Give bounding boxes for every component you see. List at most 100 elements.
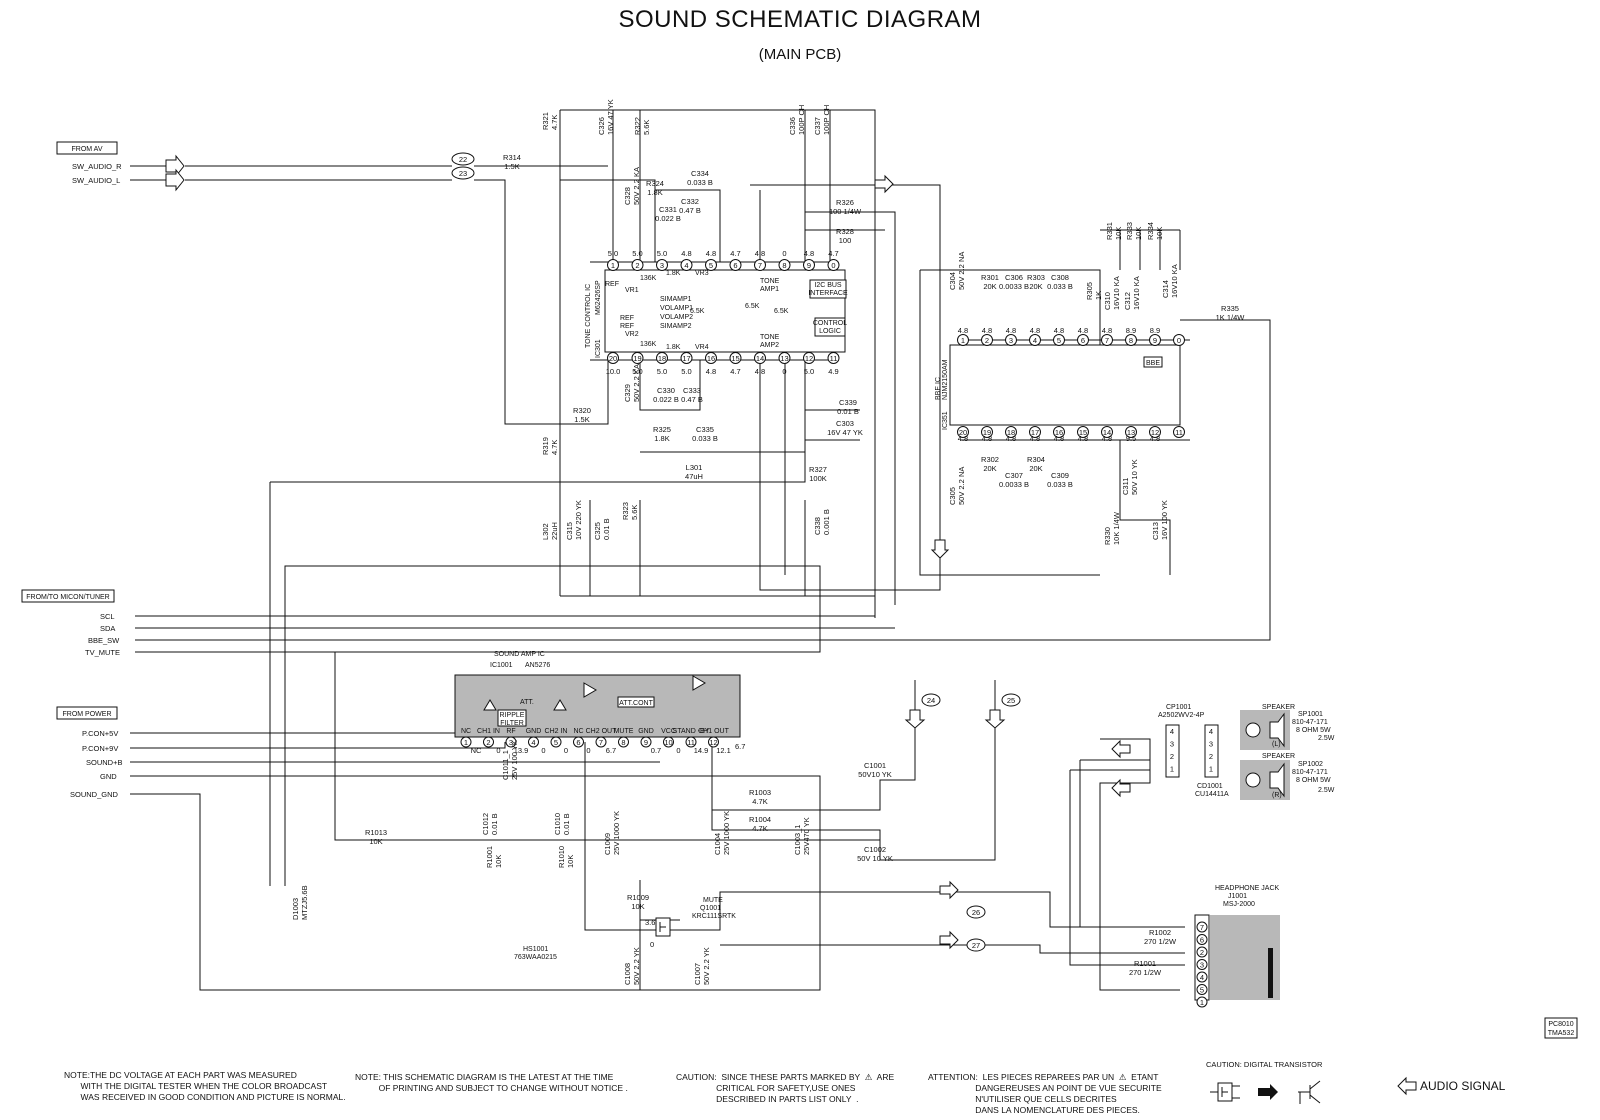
tone-bottom-pin-18 [656, 352, 668, 364]
svg-text:REF: REF [605, 281, 619, 288]
sp1-spec: 8 OHM 5W [1296, 727, 1331, 734]
connector-27: 27 [966, 938, 986, 952]
component-ref: C1011_1 [501, 750, 510, 780]
component-ref: R335 [1221, 304, 1239, 313]
amp-ic-part: AN5276 [525, 662, 550, 669]
cp-pin: 3 [1170, 740, 1174, 749]
component-ref: C305 [948, 487, 957, 505]
note-dc-voltage: NOTE:THE DC VOLTAGE AT EACH PART WAS MEA… [64, 1070, 346, 1102]
svg-text:27: 27 [972, 941, 980, 950]
amp-pin-1 [460, 736, 472, 748]
bbe-bottom-pin-num: 15 [1079, 428, 1087, 437]
component-ref: C336 [788, 117, 797, 135]
component-value: 100K [809, 474, 827, 483]
signal-sound-b: SOUND+B [86, 758, 122, 767]
amp-pin-name: CH2 IN [545, 728, 568, 735]
tone-ic-pins: 15.025.035.044.854.864.774.88094.804.720… [606, 249, 840, 376]
tone-bottom-pin-num: 13 [780, 354, 788, 363]
tone-bottom-volt: 5.0 [632, 367, 642, 376]
bbe-top-volt: 4.8 [958, 326, 968, 335]
bbe-top-pin-2 [981, 334, 993, 346]
amp-pin-num: 8 [621, 738, 625, 747]
tone-top-pin-num: 0 [831, 261, 835, 270]
component-value: 50V 2.2 NA [957, 252, 966, 290]
bbe-bottom-pin-14 [1101, 426, 1113, 438]
tone-top-pin-2 [631, 259, 644, 271]
component-ref: C337 [813, 117, 822, 135]
component-ref: C1001 [864, 761, 886, 770]
component-value: 0.022 B [655, 214, 681, 223]
input-arrow-l [165, 168, 185, 192]
bbe-top-pin-9 [1149, 334, 1161, 346]
bbe-bottom-pin-num: 13 [1127, 428, 1135, 437]
component-ref: C309 [1051, 471, 1069, 480]
component-value: 20K [1029, 282, 1042, 291]
tone-top-pin-3 [656, 259, 668, 271]
component-value: 5.6K [630, 505, 639, 520]
pcb-code-box: PC8010 TMA532 [1544, 1017, 1578, 1039]
bbe-bottom-volt: 4.8 [958, 434, 968, 443]
bbe-top-volt: 8.9 [1150, 326, 1160, 335]
bbe-top-pin-3 [1005, 334, 1017, 346]
sp2-ref: SP1002 [1298, 761, 1323, 768]
component-value: 0.0033 B [999, 282, 1029, 291]
audio-arrow-4 [984, 709, 1006, 729]
cp1001-part: A2502WV2-4P [1158, 712, 1205, 719]
svg-text:6.5K: 6.5K [774, 308, 789, 315]
component-value: 16V10 KA [1170, 264, 1179, 298]
sp1-side: (L) [1272, 741, 1281, 748]
component-ref: C328 [623, 187, 632, 205]
amp-pin-name: NC [573, 728, 583, 735]
amp-pin-volt: 0 [676, 746, 680, 755]
component-ref: R326 [836, 198, 854, 207]
component-value: 20K [1029, 464, 1042, 473]
component-value: 0.033 B [1047, 282, 1073, 291]
component-value: 1.5K [574, 415, 589, 424]
tone-bottom-pin-11 [827, 352, 840, 364]
tone-top-volt: 4.8 [706, 249, 716, 258]
amp-pin-volt: 0 [496, 746, 500, 755]
signal-sound-gnd: SOUND_GND [70, 790, 119, 799]
amp-pin-volt: NC [471, 746, 482, 755]
tone-bottom-pin-15 [729, 352, 742, 364]
component-value: 16V10 KA [1132, 276, 1141, 310]
cp-pin: 1 [1170, 765, 1174, 774]
bbe-top-pin-num: 3 [1009, 336, 1013, 345]
tone-top-volt: 0 [782, 249, 786, 258]
tone-bottom-pin-num: 16 [707, 354, 715, 363]
headphone-ref: J1001 [1228, 893, 1247, 900]
cd1001-part: CU14411A [1195, 791, 1229, 798]
svg-text:TONE: TONE [760, 334, 780, 341]
component-ref: C314 [1161, 280, 1170, 298]
component-value: 20K [983, 282, 996, 291]
component-ref: C1007 [693, 963, 702, 985]
component-value: 50V 2.2 KA [632, 167, 641, 205]
component-ref: L301 [686, 463, 703, 472]
tone-bottom-pin-17 [680, 352, 693, 364]
svg-text:AMP2: AMP2 [760, 342, 779, 349]
connector-25: 25 [1001, 693, 1021, 707]
component-value: 16V10 KA [1112, 276, 1121, 310]
component-ref: L302 [541, 523, 550, 540]
component-value: 50V 2.2 KA [632, 364, 641, 402]
component-ref: C315 [565, 522, 574, 540]
component-ref: C310 [1103, 292, 1112, 310]
component-ref: R305 [1085, 282, 1094, 300]
amp-pin-2 [483, 736, 494, 748]
tone-top-volt: 5.0 [657, 249, 667, 258]
bbe-top-volt: 4.8 [1102, 326, 1112, 335]
component-ref: C326 [597, 117, 606, 135]
